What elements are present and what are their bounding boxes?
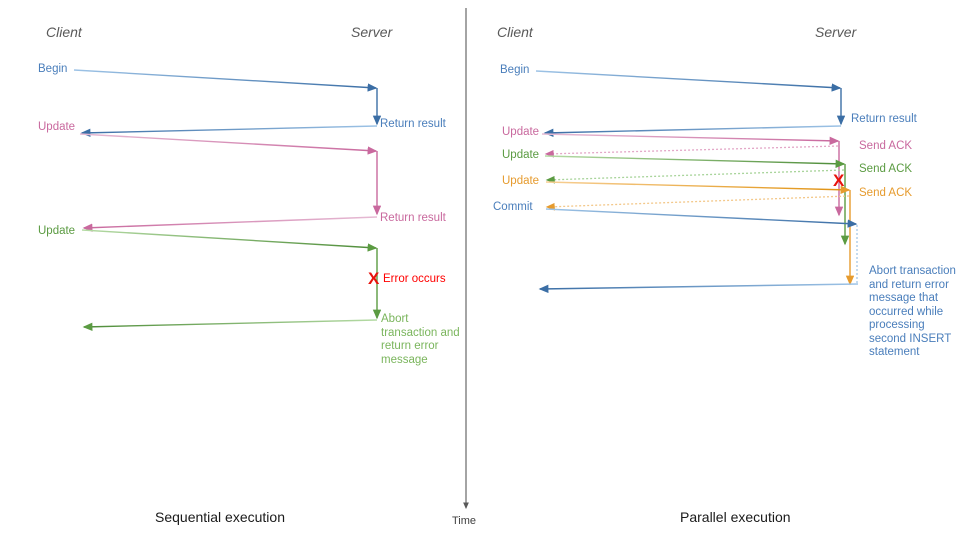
time-axis-label: Time xyxy=(452,515,477,527)
left-panel-arrows xyxy=(73,69,382,331)
error-x-icon-right: X xyxy=(833,171,845,190)
right-label-abort-block: Abort transaction and return error messa… xyxy=(869,265,956,358)
right-label-send-ack-2: Send ACK xyxy=(859,163,913,175)
left-label-begin: Begin xyxy=(38,63,68,75)
error-x-icon-left: X xyxy=(368,269,380,288)
arrow-send-ack-2-right xyxy=(545,169,845,184)
right-label-return-result: Return result xyxy=(851,113,917,125)
arrow-return-result-2-left xyxy=(82,216,378,232)
arrow-commit-right xyxy=(545,208,858,228)
right-lane-title-server: Server xyxy=(815,24,857,40)
arrow-begin-left xyxy=(73,69,378,92)
right-label-update-2: Update xyxy=(502,149,540,161)
arrow-begin-right xyxy=(535,70,842,92)
right-label-update-3: Update xyxy=(502,175,540,187)
right-label-send-ack-1: Send ACK xyxy=(859,140,913,152)
right-panel-caption: Parallel execution xyxy=(680,509,791,525)
arrow-update-3-right xyxy=(545,181,851,194)
left-label-error-occurs: Error occurs xyxy=(383,273,446,285)
arrow-abort-right xyxy=(538,283,859,294)
left-label-abort-block: Abort transaction and return error messa… xyxy=(381,313,460,366)
arrow-update-1-right xyxy=(541,133,840,146)
left-label-return-result-2: Return result xyxy=(380,212,446,224)
left-label-update-1: Update xyxy=(38,121,76,133)
right-label-update-1: Update xyxy=(502,126,540,138)
arrow-update-2-left xyxy=(81,229,378,252)
right-label-begin: Begin xyxy=(500,64,530,76)
arrow-send-ack-3-right xyxy=(545,195,850,211)
right-label-send-ack-3: Send ACK xyxy=(859,187,913,199)
arrow-return-result-right xyxy=(543,125,842,138)
arrow-abort-left xyxy=(82,319,378,331)
right-lane-title-client: Client xyxy=(497,24,533,40)
right-label-commit: Commit xyxy=(493,201,533,213)
left-panel-caption: Sequential execution xyxy=(155,509,285,525)
left-label-update-2: Update xyxy=(38,225,76,237)
left-lane-title-server: Server xyxy=(351,24,393,40)
arrow-return-result-1-left xyxy=(80,125,378,137)
arrow-send-ack-1-right xyxy=(544,145,839,158)
arrow-update-2-right xyxy=(544,155,846,168)
left-lane-title-client: Client xyxy=(46,24,82,40)
left-label-return-result-1: Return result xyxy=(380,118,446,130)
right-panel-arrows xyxy=(535,70,859,294)
arrow-update-1-left xyxy=(79,133,378,155)
